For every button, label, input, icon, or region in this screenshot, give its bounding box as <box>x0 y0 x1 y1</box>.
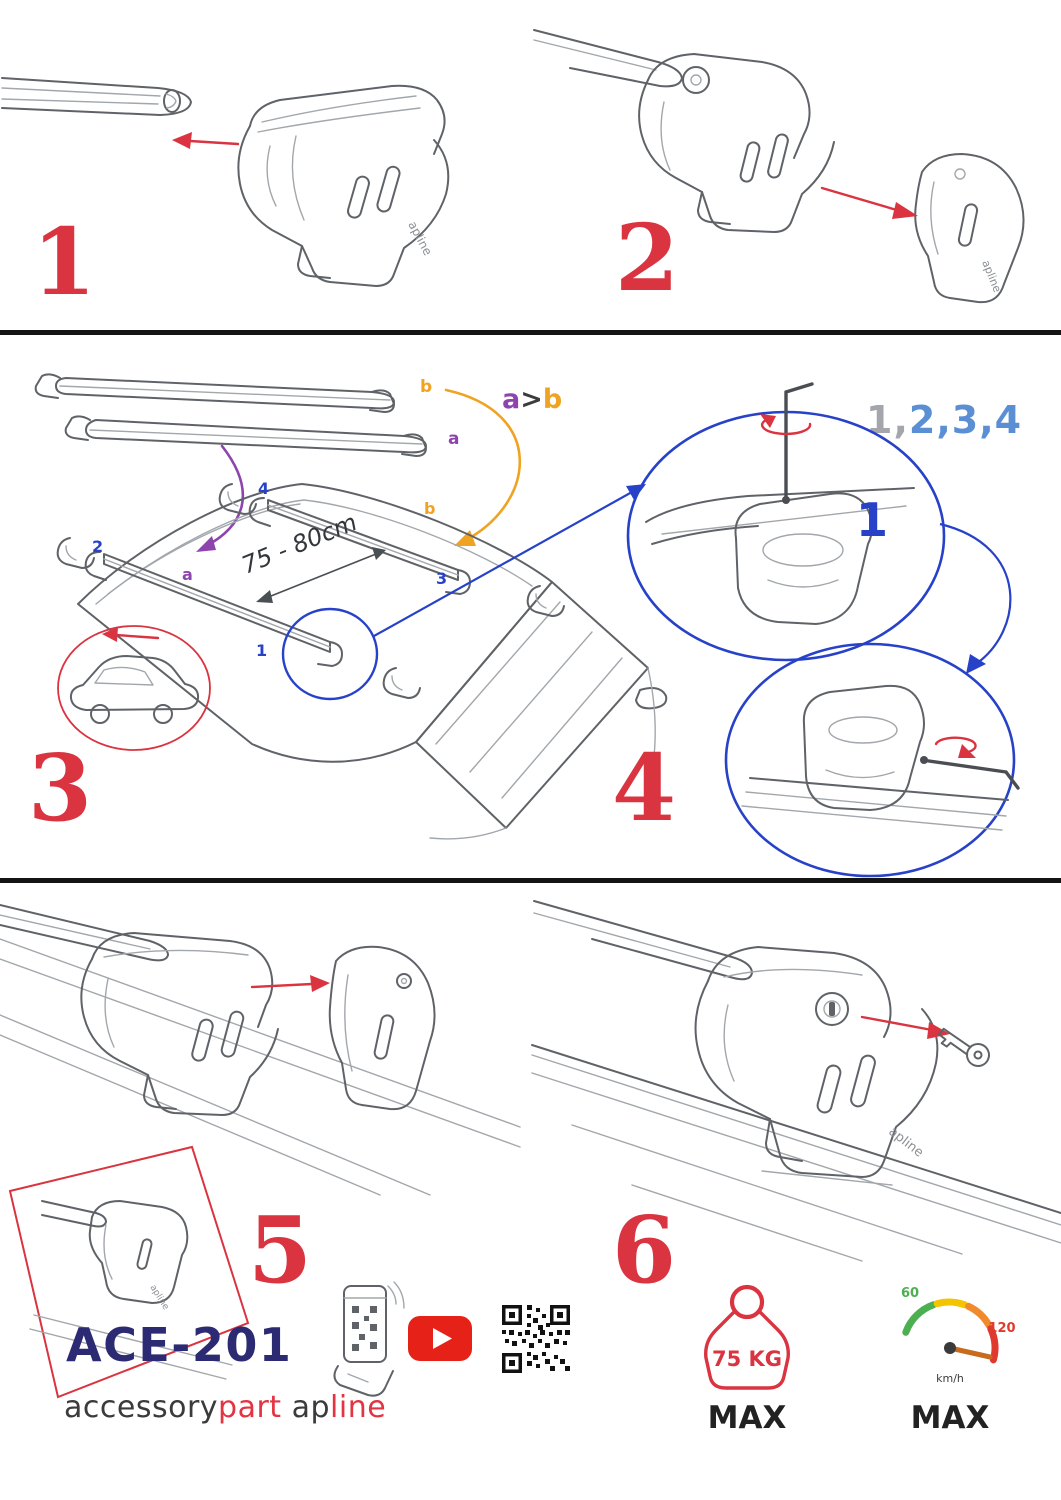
position-4-label: 4 <box>258 479 269 498</box>
bar-distance-label: 75 - 80cm <box>238 508 361 580</box>
foot-bracket <box>237 84 450 287</box>
lock-arrow <box>860 1015 950 1039</box>
crossbar-a <box>64 415 427 457</box>
detail-step-number: 1 <box>856 493 888 547</box>
foot-bracket <box>638 53 835 233</box>
detail-callout-circle <box>281 607 379 701</box>
phone-qr-scan-icon <box>333 1281 405 1397</box>
step4-number: 4 <box>612 734 677 842</box>
speed-low-label: 60 <box>901 1286 919 1301</box>
tighten-from-top-detail <box>645 382 915 625</box>
detail-circle-2 <box>724 642 1016 878</box>
attach-cover-arrow <box>250 975 330 992</box>
tightening-sequence-label: 1,2,3,4 <box>866 398 1023 442</box>
speed-unit-label: km/h <box>936 1372 964 1385</box>
finished-view-frame <box>8 1145 250 1399</box>
detail-callout-arrow <box>373 484 646 637</box>
position-3-label: 3 <box>436 569 447 588</box>
keyhole <box>815 992 849 1026</box>
speed-max-label: MAX <box>910 1400 990 1436</box>
model-number: ACE-201 <box>66 1318 293 1372</box>
bar-order-label: a>b <box>502 384 562 415</box>
position-1-label: 1 <box>256 641 267 660</box>
roof-surface-lines <box>531 1044 1061 1262</box>
speedometer-icon: 60 120 km/h <box>901 1286 1016 1385</box>
attach-cover-arrow <box>820 186 918 219</box>
position-2-label: 2 <box>92 537 103 556</box>
step2-illustration: apline <box>533 29 1025 304</box>
crossbar-tube <box>1 77 192 116</box>
weight-value: 75 KG <box>712 1347 782 1371</box>
weight-max-label: MAX <box>707 1400 787 1436</box>
weight-limit-icon: 75 KG <box>704 1284 790 1390</box>
section-divider-top <box>0 330 1061 335</box>
apline-logo-text: apline <box>886 1124 927 1160</box>
cover-piece <box>328 945 436 1111</box>
foot-bracket: apline <box>694 946 939 1186</box>
step5-illustration: apline <box>0 904 521 1399</box>
step1-number: 1 <box>32 208 97 316</box>
step2-number: 2 <box>615 204 680 312</box>
insert-bar-arrow <box>172 132 240 149</box>
step1-illustration: apline <box>1 77 450 287</box>
allen-key-icon <box>920 756 1020 790</box>
crossbar-tube <box>533 29 683 88</box>
bar-b-label: b <box>420 377 432 397</box>
door-mirror <box>635 687 668 710</box>
allen-key-icon <box>782 382 814 504</box>
qr-code-icon <box>502 1305 570 1373</box>
mini-car-icon <box>69 655 200 724</box>
foot-bracket <box>80 932 279 1116</box>
rear-bar-guide-arrow <box>444 388 522 546</box>
mounted-front-bar <box>84 551 343 667</box>
youtube-icon <box>408 1316 472 1361</box>
circle-connector-arrow <box>939 522 1012 674</box>
section-divider-bottom <box>0 878 1061 883</box>
bar-a-label: a <box>448 429 459 449</box>
roof-a-label: a <box>182 565 193 584</box>
crossbar-b <box>34 373 395 413</box>
clamp-part <box>56 537 95 569</box>
bar-distance-measure <box>256 547 386 603</box>
key-icon <box>938 1027 990 1067</box>
tighten-from-side-detail <box>741 684 1020 831</box>
car-roof-drawing <box>77 483 668 840</box>
clamp-part <box>382 667 421 699</box>
crossbar-tube <box>0 904 169 962</box>
step5-number: 5 <box>248 1196 313 1304</box>
crossbar-tube <box>533 900 753 981</box>
front-bar-guide-arrow <box>196 444 245 552</box>
gauge-needle <box>947 1345 993 1360</box>
step6-number: 6 <box>612 1196 677 1304</box>
roof-surface-lines <box>0 938 521 1196</box>
step3-number: 3 <box>28 734 93 842</box>
roof-b-label: b <box>424 499 435 518</box>
step3-illustration: b a a>b <box>34 373 668 840</box>
step6-illustration: apline <box>531 900 1061 1262</box>
speed-high-label: 120 <box>988 1321 1015 1336</box>
front-direction-badge <box>57 625 211 751</box>
apline-logo-text: apline <box>979 258 1004 294</box>
cover-piece <box>914 153 1025 304</box>
mounted-rear-bar <box>248 497 471 595</box>
step4-illustration: 1 <box>626 382 1020 878</box>
